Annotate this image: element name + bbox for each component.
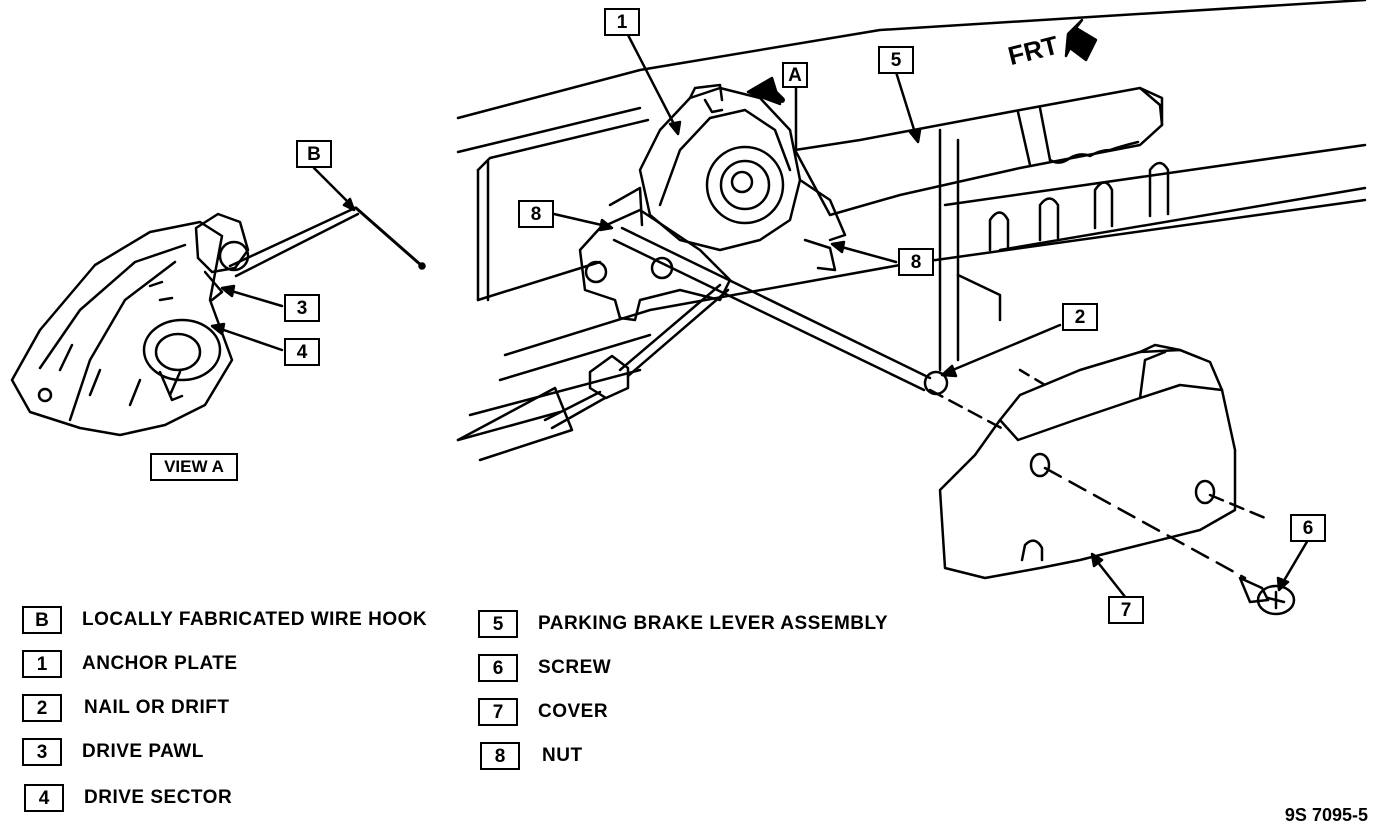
callout-7: 7 xyxy=(1108,596,1144,624)
legend-text: NUT xyxy=(542,745,583,766)
legend-text: ANCHOR PLATE xyxy=(82,653,238,674)
callout-b: B xyxy=(296,140,332,168)
callout-2: 2 xyxy=(1062,303,1098,331)
view-a-illustration xyxy=(10,206,426,437)
callout-8-right: 8 xyxy=(898,248,934,276)
view-a-leaders xyxy=(210,166,356,352)
callout-4: 4 xyxy=(284,338,320,366)
legend-key: 7 xyxy=(478,698,518,726)
legend-key: 1 xyxy=(22,650,62,678)
legend-key: 6 xyxy=(478,654,518,682)
legend-key: 5 xyxy=(478,610,518,638)
figure-id: 9S 7095-5 xyxy=(1284,805,1368,825)
callout-5: 5 xyxy=(878,46,914,74)
legend-key: 4 xyxy=(24,784,64,812)
main-illustration xyxy=(456,0,1367,616)
callout-6: 6 xyxy=(1290,514,1326,542)
legend-text: PARKING BRAKE LEVER ASSEMBLY xyxy=(538,613,889,634)
callout-3: 3 xyxy=(284,294,320,322)
view-a-label: VIEW A xyxy=(150,453,238,481)
legend-text: NAIL OR DRIFT xyxy=(84,697,230,718)
callout-1: 1 xyxy=(604,8,640,36)
callout-8-left: 8 xyxy=(518,200,554,228)
legend-text: DRIVE SECTOR xyxy=(84,787,233,808)
legend-key: 2 xyxy=(22,694,62,722)
main-leaders xyxy=(552,33,1310,600)
legend-key: B xyxy=(22,606,62,634)
legend-text: SCREW xyxy=(538,657,612,678)
legend-key: 3 xyxy=(22,738,62,766)
legend-text: LOCALLY FABRICATED WIRE HOOK xyxy=(82,609,428,630)
callout-a: A xyxy=(782,62,808,88)
legend-text: DRIVE PAWL xyxy=(82,741,204,762)
legend-text: COVER xyxy=(538,701,609,722)
legend-key: 8 xyxy=(480,742,520,770)
